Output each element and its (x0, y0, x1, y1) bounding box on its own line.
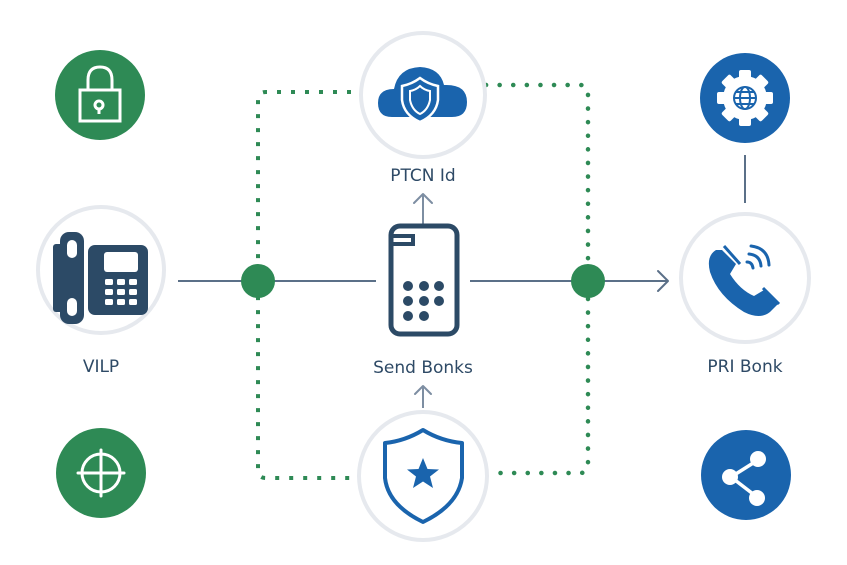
node-lock[interactable] (55, 50, 145, 140)
lock-icon (78, 65, 122, 123)
label-send-bonks: Send Bonks (373, 358, 473, 378)
label-ptcn: PTCN Id (390, 166, 455, 186)
node-cloud[interactable]: PTCN Id (359, 31, 487, 186)
shield-star-icon (383, 428, 464, 524)
junction-right[interactable] (571, 264, 605, 298)
crosshair-icon (76, 448, 126, 498)
share-badge (701, 430, 791, 520)
phone-call-icon (708, 244, 781, 316)
node-mobile[interactable]: Send Bonks (373, 223, 473, 378)
node-share[interactable] (701, 430, 791, 520)
main-connectors (178, 155, 746, 408)
junction-left[interactable] (241, 264, 275, 298)
call-ring (679, 212, 811, 344)
node-gear[interactable] (700, 53, 790, 143)
lock-badge (55, 50, 145, 140)
label-vilp: VILP (83, 357, 119, 377)
mobile-keypad-icon (388, 223, 460, 337)
node-shield[interactable] (357, 410, 489, 542)
node-crosshair[interactable] (56, 428, 146, 518)
share-icon (722, 451, 766, 506)
arrow-head-up-bottom (414, 385, 432, 395)
node-call[interactable]: PRI Bonk (679, 212, 811, 377)
cloud-shield-icon (378, 67, 467, 124)
desk-phone-icon (53, 232, 148, 324)
arrow-head-right (657, 270, 669, 292)
node-desk-phone[interactable]: VILP (36, 205, 166, 377)
gear-globe-icon (717, 70, 773, 126)
label-pri-bonk: PRI Bonk (707, 357, 782, 377)
dotted-path-right (483, 82, 591, 476)
arrow-head-up-top (413, 193, 433, 204)
